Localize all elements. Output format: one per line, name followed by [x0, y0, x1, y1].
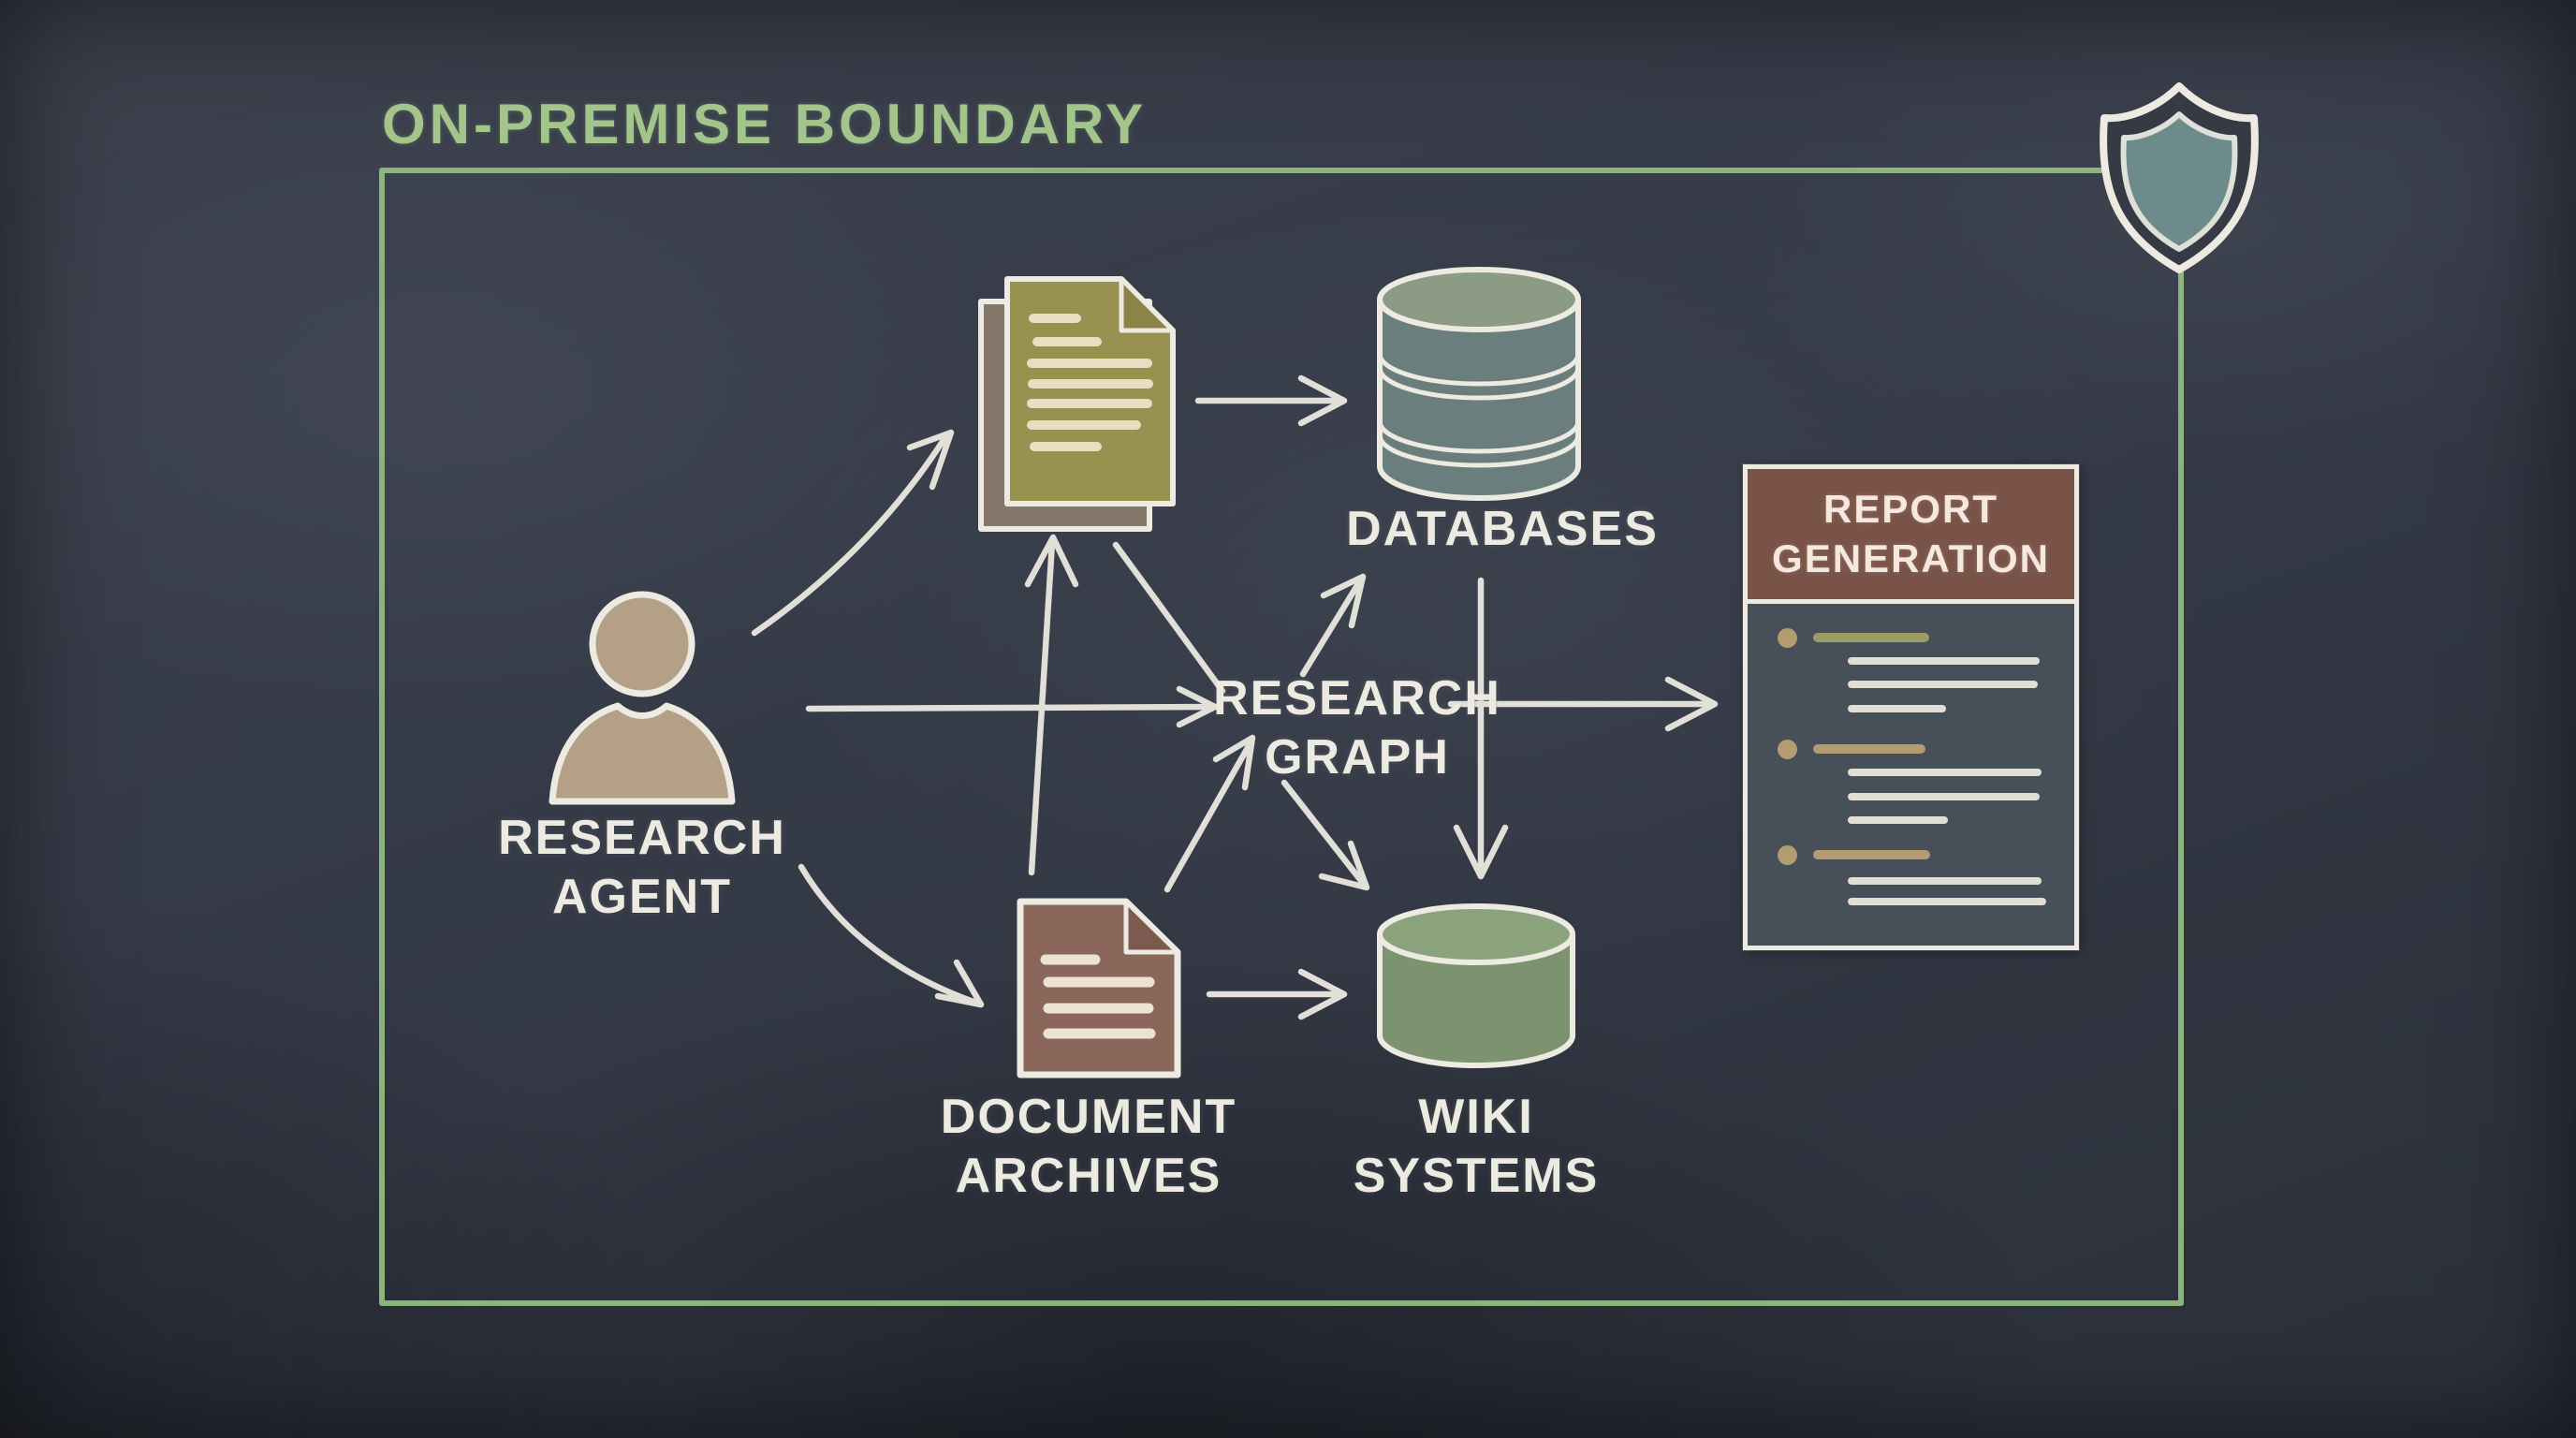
bullet-dot [1778, 740, 1797, 759]
report-text-line [1848, 793, 2040, 800]
wiki-top [1377, 903, 1575, 965]
label-document-archives: DOCUMENT ARCHIVES [940, 1090, 1237, 1204]
report-text-line [1848, 898, 2046, 905]
arrow-archives-to-graph [1164, 734, 1256, 893]
report-text-line [1848, 681, 2038, 688]
archive-document-icon [1017, 898, 1181, 1078]
report-text-line [1848, 657, 2040, 665]
person-body [549, 702, 736, 805]
cylinder-top [1377, 267, 1581, 332]
report-text-line [1848, 877, 2042, 885]
person-head [589, 591, 695, 697]
arrow-agent-to-documents [751, 429, 955, 637]
on-premise-boundary-border [379, 168, 2184, 1306]
database-stack-icon [1377, 267, 1581, 501]
report-bullet-line [1813, 633, 1929, 642]
report-panel-header: REPORT GENERATION [1748, 469, 2074, 604]
line-documents-to-research-graph [1112, 541, 1226, 695]
report-text-line [1848, 769, 2042, 776]
report-generation-panel: REPORT GENERATION [1743, 464, 2079, 950]
page-fold-corner [1119, 276, 1176, 333]
bullet-dot [1778, 845, 1797, 865]
label-wiki-systems: WIKI SYSTEMS [1353, 1090, 1600, 1204]
shield-inner [2120, 111, 2238, 252]
label-research-agent: RESEARCH AGENT [498, 811, 786, 925]
doc-text-lines [1027, 314, 1153, 451]
arrow-documents-to-databases [1194, 374, 1348, 427]
boundary-rect [379, 168, 2184, 1306]
person-icon [549, 591, 736, 805]
arrow-graph-to-report [1447, 676, 1719, 732]
arrow-agent-to-document-archives [798, 863, 985, 1008]
arrow-graph-to-wiki [1281, 779, 1370, 891]
boundary-title: ON-PREMISE BOUNDARY [382, 93, 1148, 155]
arrow-agent-to-research-graph [805, 685, 1219, 728]
archive-text-lines [1040, 954, 1156, 1039]
report-bullet-line [1813, 744, 1925, 754]
wiki-body [1377, 934, 1575, 1068]
documents-icon [978, 276, 1176, 532]
report-text-line [1848, 705, 1946, 712]
arrow-databases-to-wiki [1453, 577, 1509, 880]
connector-arrows [751, 374, 1719, 1020]
arrow-archives-to-documents [1024, 534, 1079, 876]
label-research-graph: RESEARCH GRAPH [1213, 671, 1501, 785]
wiki-cylinder-icon [1377, 903, 1575, 1068]
bullet-dot [1778, 628, 1797, 648]
shield-icon [2100, 82, 2259, 273]
report-text-line [1848, 816, 1948, 824]
arrow-archives-to-wiki [1206, 968, 1348, 1020]
arrow-graph-to-databases [1299, 573, 1367, 678]
label-databases: DATABASES [1346, 502, 1659, 556]
archive-fold-corner [1123, 899, 1180, 955]
report-bullet-line [1813, 850, 1930, 859]
cylinder-rings [1377, 353, 1581, 468]
report-panel-title: REPORT GENERATION [1772, 487, 2050, 580]
